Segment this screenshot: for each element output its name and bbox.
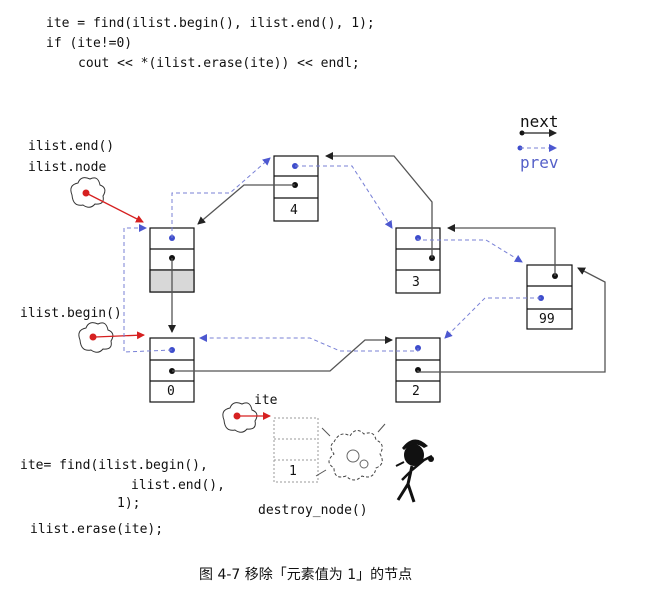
destroy-burst-icon [315,423,386,481]
prev-links [123,157,541,353]
snippet-line-1: ite= find(ilist.begin(), [20,458,208,473]
snippet-line-2: ilist.end(), [131,478,225,493]
snippet-line-4: ilist.erase(ite); [30,522,163,537]
node-0-value: 0 [167,384,175,399]
node-pointer-cloud [70,177,106,208]
node-4: 4 [273,155,319,222]
node-2-value: 2 [412,384,420,399]
node-1-value: 1 [289,464,297,479]
label-ite: ite [254,393,278,408]
legend-next-label: next [520,112,559,131]
code-line-1: ite = find(ilist.begin(), ilist.end(), 1… [46,16,375,31]
stick-figure-icon [395,439,434,503]
node-pointer-arrow [87,193,144,223]
node-0: 0 [149,337,195,403]
snippet-line-3: 1); [117,496,140,511]
legend: next prev [517,112,559,172]
node-4-value: 4 [290,203,298,218]
node-end-sentinel [149,227,195,293]
node-99-value: 99 [539,312,555,327]
next-links [168,152,606,373]
code-block: ite = find(ilist.begin(), ilist.end(), 1… [46,16,375,71]
begin-pointer-arrow [94,331,145,340]
label-ilist-begin: ilist.begin() [20,306,122,321]
label-ilist-end: ilist.end() [28,139,114,154]
code-line-3: cout << *(ilist.erase(ite)) << endl; [78,56,360,71]
label-destroy-node: destroy_node() [258,503,368,518]
node-3: 3 [395,227,441,294]
node-3-value: 3 [412,275,420,290]
label-ilist-node: ilist.node [28,160,106,175]
node-99: 99 [526,264,573,330]
legend-prev-label: prev [520,153,559,172]
figure-caption: 图 4-7 移除「元素值为 1」的节点 [199,567,412,583]
ite-pointer-cloud [222,402,258,433]
snippet-block: ite= find(ilist.begin(), ilist.end(), 1)… [20,458,225,537]
code-line-2: if (ite!=0) [46,36,132,51]
node-1-removed: 1 [273,417,319,483]
